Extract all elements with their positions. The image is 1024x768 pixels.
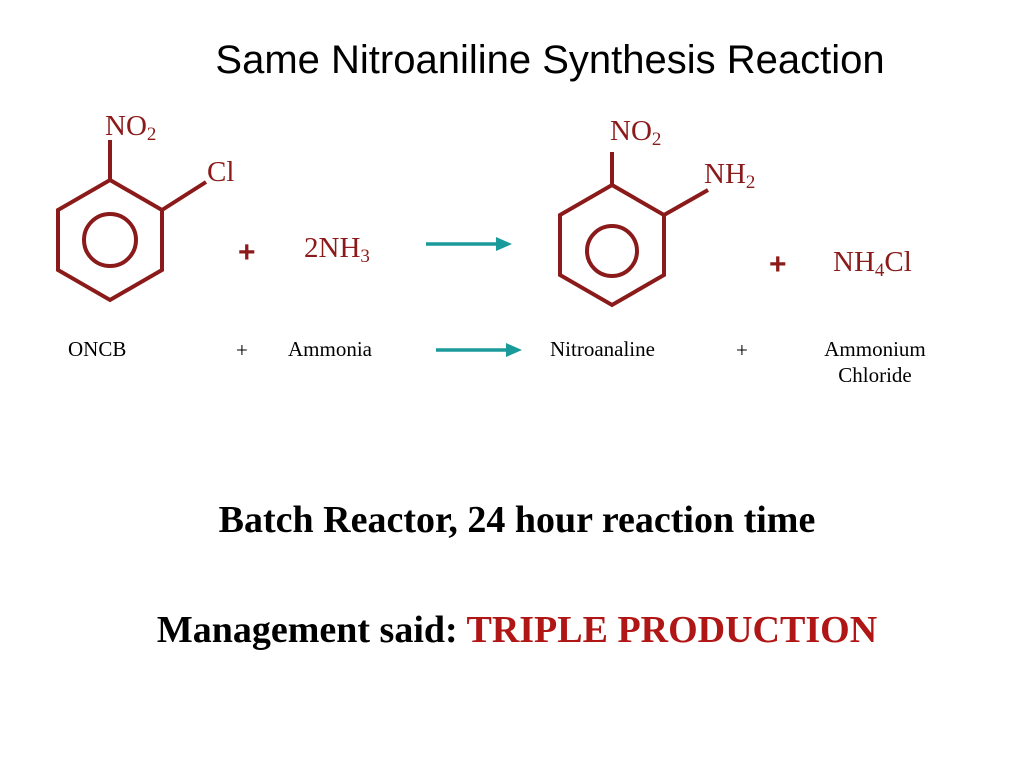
label-ammonia: Ammonia xyxy=(288,337,372,361)
reactant-cl-label: Cl xyxy=(207,156,235,188)
batch-reactor-line: Batch Reactor, 24 hour reaction time xyxy=(218,499,816,541)
label-nitroanaline: Nitroanaline xyxy=(550,337,655,361)
management-prefix: Management said: xyxy=(156,609,467,651)
product-benzene-ring xyxy=(558,152,709,308)
label-plus-1: + xyxy=(236,338,248,362)
plus-sign-2: + xyxy=(769,248,787,281)
reactant-no2-label: NO2 xyxy=(105,110,157,145)
byproduct-formula: NH4Cl xyxy=(833,246,912,281)
label-ammonium-line1: Ammonium xyxy=(824,337,926,361)
reagent-formula: 2NH3 xyxy=(304,232,370,267)
label-ammonium-line2: Chloride xyxy=(838,363,912,388)
slide-title: Same Nitroaniline Synthesis Reaction xyxy=(215,38,885,82)
product-no2-label: NO2 xyxy=(610,115,662,150)
label-plus-2: + xyxy=(736,338,748,362)
label-arrow xyxy=(436,343,522,357)
label-ammonium-chloride: Ammonium Chloride xyxy=(812,336,938,389)
management-highlight: TRIPLE PRODUCTION xyxy=(466,609,878,651)
reactant-cl-bond xyxy=(160,180,208,212)
plus-sign-1: + xyxy=(238,236,256,269)
management-line: Management said: TRIPLE PRODUCTION xyxy=(0,608,1024,652)
reactant-benzene-ring xyxy=(56,140,208,303)
product-nh2-bond xyxy=(663,188,709,217)
label-oncb: ONCB xyxy=(68,337,127,361)
product-nh2-label: NH2 xyxy=(704,158,756,193)
reaction-arrow xyxy=(426,237,512,251)
